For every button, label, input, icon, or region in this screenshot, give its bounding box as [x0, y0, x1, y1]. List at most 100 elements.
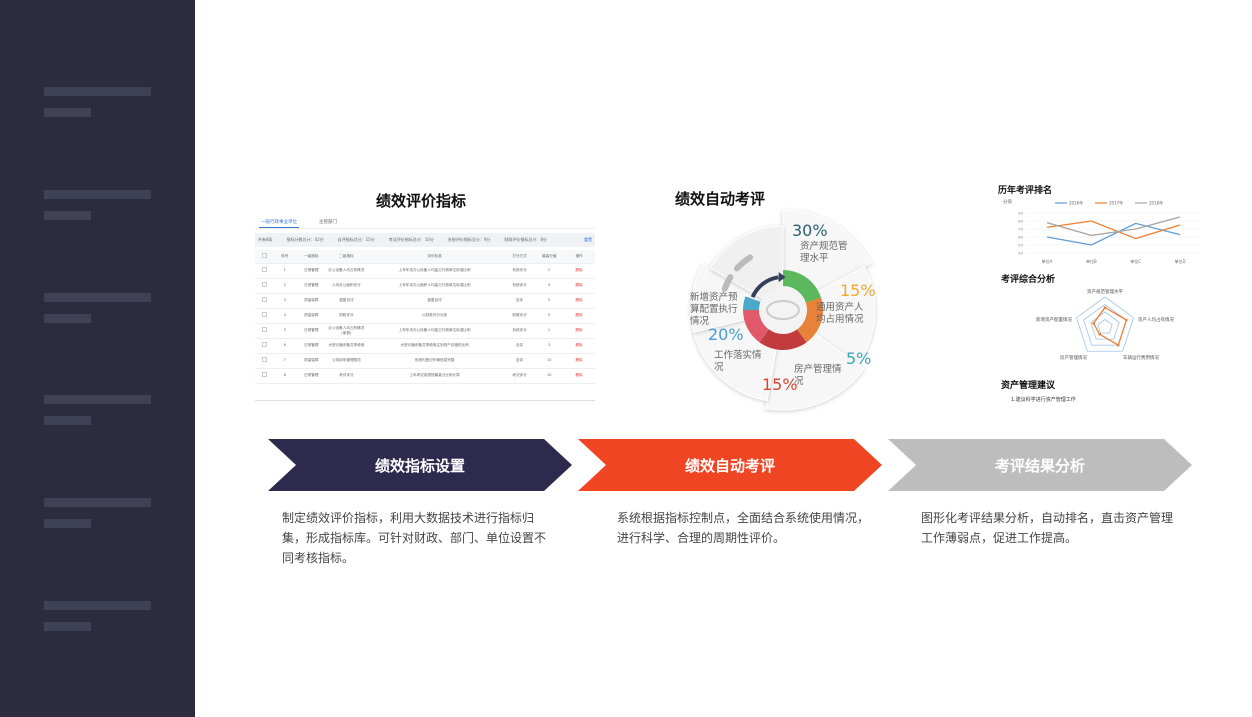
- delete-link[interactable]: 删除: [563, 263, 595, 279]
- table-cell: 人均办公面积评分: [327, 278, 366, 294]
- radar-grid: [1097, 319, 1113, 334]
- donut-segment: [797, 297, 823, 343]
- delete-link[interactable]: 删除: [563, 308, 595, 324]
- table-cell: 办公设备人均占有情况(家具): [327, 323, 366, 339]
- radar-grid: [1075, 296, 1135, 352]
- donut-segment: [743, 310, 769, 343]
- table-cell: 上年年末办公设备人均量占行政单位标准比例: [365, 263, 504, 279]
- sidebar-item-subtitle-placeholder[interactable]: [44, 622, 91, 631]
- step-label: 考评结果分析: [994, 456, 1085, 475]
- sidebar-item-title-placeholder[interactable]: [44, 395, 151, 405]
- filter-stat: 财政评价指标总分：8分: [504, 237, 547, 242]
- table-cell: 日常管理: [295, 368, 328, 384]
- row-checkbox[interactable]: [262, 372, 268, 377]
- radar-grid: [1090, 311, 1120, 340]
- table-cell: 质量保障: [295, 308, 328, 324]
- filter-stat: 共有8条: [258, 237, 273, 242]
- column-header: 操作: [563, 250, 595, 264]
- delete-link[interactable]: 删除: [563, 338, 595, 354]
- decorative-dash: [721, 274, 734, 292]
- sidebar-item-title-placeholder[interactable]: [44, 601, 151, 610]
- radar-series: [1092, 306, 1128, 347]
- reset-button[interactable]: 重置: [584, 237, 592, 242]
- step-0: 绩效指标设置: [268, 439, 572, 491]
- table-cell: 2: [535, 263, 564, 279]
- table-cell: 6: [274, 338, 296, 354]
- radar-axis-label: 资产规范管理水平: [1087, 288, 1123, 295]
- table-cell: 5: [535, 293, 564, 309]
- radar-point: [1116, 343, 1120, 347]
- table-cell: 上年考试成绩按最高分比例计算: [365, 368, 504, 384]
- radar-axis-label: 新增资产配置情况: [1036, 316, 1072, 323]
- sidebar-item-subtitle-placeholder[interactable]: [44, 313, 91, 323]
- sidebar-item-title-placeholder[interactable]: [44, 189, 151, 199]
- table-cell: 自评: [503, 338, 536, 354]
- petal-4: [690, 263, 785, 333]
- world-map-icon: [760, 287, 806, 333]
- row-checkbox[interactable]: [262, 357, 268, 362]
- sidebar-item-subtitle-placeholder[interactable]: [44, 416, 91, 426]
- table-cell: 大型仪器设备共享使用达到资产总值的比例: [365, 338, 504, 354]
- tab-0[interactable]: 一般行政事业单位: [259, 215, 299, 228]
- segment-label: 工作落实情: [714, 349, 762, 361]
- table-cell: 系统评分: [503, 278, 536, 294]
- tab-1[interactable]: 主管部门: [319, 220, 337, 225]
- table-cell: 盘盈自评: [365, 293, 504, 309]
- radar-axis-label: 车辆运行费用情况: [1123, 354, 1159, 361]
- sidebar-item-title-placeholder[interactable]: [44, 498, 151, 508]
- delete-link[interactable]: 删除: [563, 293, 595, 309]
- sidebar-item-subtitle-placeholder[interactable]: [44, 108, 91, 117]
- row-checkbox[interactable]: [262, 282, 268, 287]
- table-cell: 日常管理: [295, 323, 328, 339]
- decorative-dash: [733, 254, 754, 272]
- sidebar-item-title-placeholder[interactable]: [44, 292, 151, 302]
- row-checkbox[interactable]: [262, 312, 268, 317]
- step-description: 制定绩效评价指标，利用大数据技术进行指标归集，形成指标库。可针对财政、部门、单位…: [282, 511, 547, 565]
- segment-label: 理水平: [800, 252, 829, 264]
- y-tick-label: 60: [1018, 235, 1023, 240]
- radar-axis-label: 房产管理情况: [1060, 354, 1087, 361]
- row-checkbox[interactable]: [262, 267, 268, 272]
- segment-label: 情况: [690, 315, 710, 327]
- y-tick-label: 90: [1018, 211, 1023, 216]
- table-cell: 1: [274, 263, 296, 279]
- segment-label: 均占用情况: [816, 313, 864, 325]
- table-cell: 公务用车管理规范: [327, 353, 366, 369]
- x-tick-label: 单位D: [1174, 258, 1185, 264]
- select-all-checkbox[interactable]: [262, 252, 268, 258]
- ranking-title: 历年考评排名: [998, 186, 1053, 196]
- step-label: 绩效指标设置: [374, 456, 465, 475]
- delete-link[interactable]: 删除: [563, 353, 595, 369]
- legend-label: 2016年: [1069, 200, 1083, 206]
- row-checkbox[interactable]: [262, 327, 268, 332]
- table-cell: 质量保障: [295, 293, 328, 309]
- step-1: 绩效自动考评: [578, 439, 882, 491]
- delete-link[interactable]: 删除: [563, 368, 595, 384]
- sidebar-item-title-placeholder[interactable]: [44, 87, 151, 96]
- segment-label: 通用资产人: [816, 301, 864, 313]
- series-line: [1046, 220, 1181, 240]
- segment-percent: 15%: [762, 375, 798, 394]
- table-cell: 质量保障: [295, 353, 328, 369]
- checkbox-cell: [255, 293, 275, 309]
- checkbox-cell: [255, 278, 275, 294]
- sidebar-item-subtitle-placeholder[interactable]: [44, 210, 91, 220]
- radar-point: [1103, 306, 1107, 309]
- x-tick-label: 单位B: [1086, 258, 1097, 264]
- series-line: [1046, 216, 1181, 237]
- radar-axis-label: 资产人均占有情况: [1138, 316, 1174, 323]
- x-tick-label: 单位C: [1130, 258, 1141, 264]
- indicator-table-panel: 一般行政事业单位主管部门 共有8条指标分数总计：42分自评指标总分：15分考试评…: [255, 215, 595, 401]
- delete-link[interactable]: 删除: [563, 323, 595, 339]
- segment-percent: 20%: [708, 325, 744, 344]
- row-checkbox[interactable]: [262, 342, 268, 347]
- y-tick-label: 80: [1018, 219, 1023, 224]
- sidebar-item-subtitle-placeholder[interactable]: [44, 519, 91, 529]
- column-header: [255, 250, 275, 264]
- delete-link[interactable]: 删除: [563, 278, 595, 294]
- row-checkbox[interactable]: [262, 297, 268, 302]
